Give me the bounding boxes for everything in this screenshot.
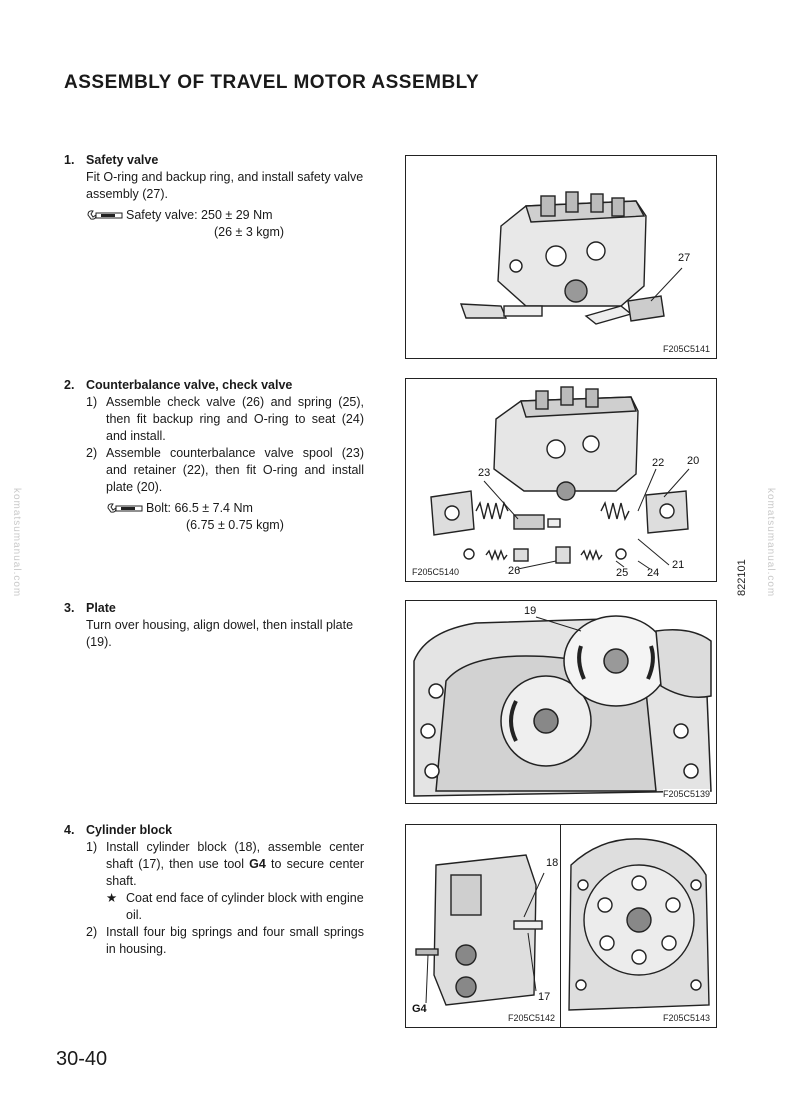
side-code: 822101 [736, 559, 748, 596]
springs-in-housing-illustration [568, 838, 710, 1011]
step-heading: 1.Safety valve [64, 153, 159, 167]
torque-spec: Safety valve: 250 ± 29 Nm (26 ± 3 kgm) [86, 207, 364, 241]
substep: 2)Install four big springs and four smal… [86, 925, 364, 956]
note: ★Coat end face of cylinder block with en… [106, 891, 364, 922]
step-cylinder-block: 4.Cylinder block 1)Install cylinder bloc… [64, 822, 364, 958]
housing-plate-illustration [413, 615, 712, 797]
substep: 2)Assemble counterbalance valve spool (2… [86, 446, 364, 494]
step-safety-valve: 1.Safety valve Fit O-ring and backup rin… [64, 152, 364, 241]
callout-17: 17 [538, 991, 551, 1003]
callout-21: 21 [672, 559, 685, 571]
valve-parts-illustration [430, 386, 690, 570]
tool-code: G4 [249, 857, 266, 871]
callout-23: 23 [478, 467, 491, 479]
figure-code: F205C5140 [412, 567, 460, 577]
step-text: Turn over housing, align dowel, then ins… [86, 618, 354, 649]
callout-g4: G4 [412, 1003, 427, 1015]
step-plate: 3.Plate Turn over housing, align dowel, … [64, 600, 364, 651]
watermark-right: komatsumanual.com [765, 488, 776, 598]
callout-24: 24 [647, 567, 660, 579]
callout-27: 27 [678, 252, 691, 264]
torque-wrench-icon [87, 210, 123, 220]
callout-18: 18 [546, 857, 559, 869]
figure-code: F205C5143 [662, 1013, 710, 1023]
step-heading: 3.Plate [64, 601, 116, 615]
callout-19: 19 [524, 605, 537, 617]
torque-spec: Bolt: 66.5 ± 7.4 Nm (6.75 ± 0.75 kgm) [106, 500, 364, 534]
substep: 1)Assemble check valve (26) and spring (… [86, 395, 364, 443]
figure-cylinder-block-left: 18 17 G4 F205C5142 [405, 824, 562, 1028]
valve-block-illustration [459, 191, 683, 325]
step-counterbalance-valve: 2.Counterbalance valve, check valve 1)As… [64, 377, 364, 534]
figure-counterbalance-valve: 23 22 20 21 26 25 24 F205C5140 [405, 378, 717, 582]
step-text: Fit O-ring and backup ring, and install … [86, 170, 364, 201]
figure-code: F205C5142 [507, 1013, 555, 1023]
callout-20: 20 [687, 455, 700, 467]
watermark-left: komatsumanual.com [11, 488, 22, 598]
torque-wrench-icon [107, 503, 143, 513]
cylinder-block-illustration [415, 854, 545, 1006]
substep: 1)Install cylinder block (18), assemble … [86, 840, 364, 888]
page-number: 30-40 [56, 1048, 108, 1070]
callout-26: 26 [508, 565, 521, 577]
figure-code: F205C5139 [662, 789, 710, 799]
figure-code: F205C5141 [662, 344, 710, 354]
step-heading: 2.Counterbalance valve, check valve [64, 378, 293, 392]
step-heading: 4.Cylinder block [64, 823, 173, 837]
callout-22: 22 [652, 457, 665, 469]
figure-cylinder-block-right: F205C5143 [560, 824, 717, 1028]
figure-plate: 19 F205C5139 [405, 600, 717, 804]
figure-safety-valve: 27 F205C5141 [405, 155, 717, 359]
callout-25: 25 [616, 567, 629, 579]
page-title: ASSEMBLY OF TRAVEL MOTOR ASSEMBLY [64, 72, 480, 93]
star-icon: ★ [106, 891, 118, 905]
